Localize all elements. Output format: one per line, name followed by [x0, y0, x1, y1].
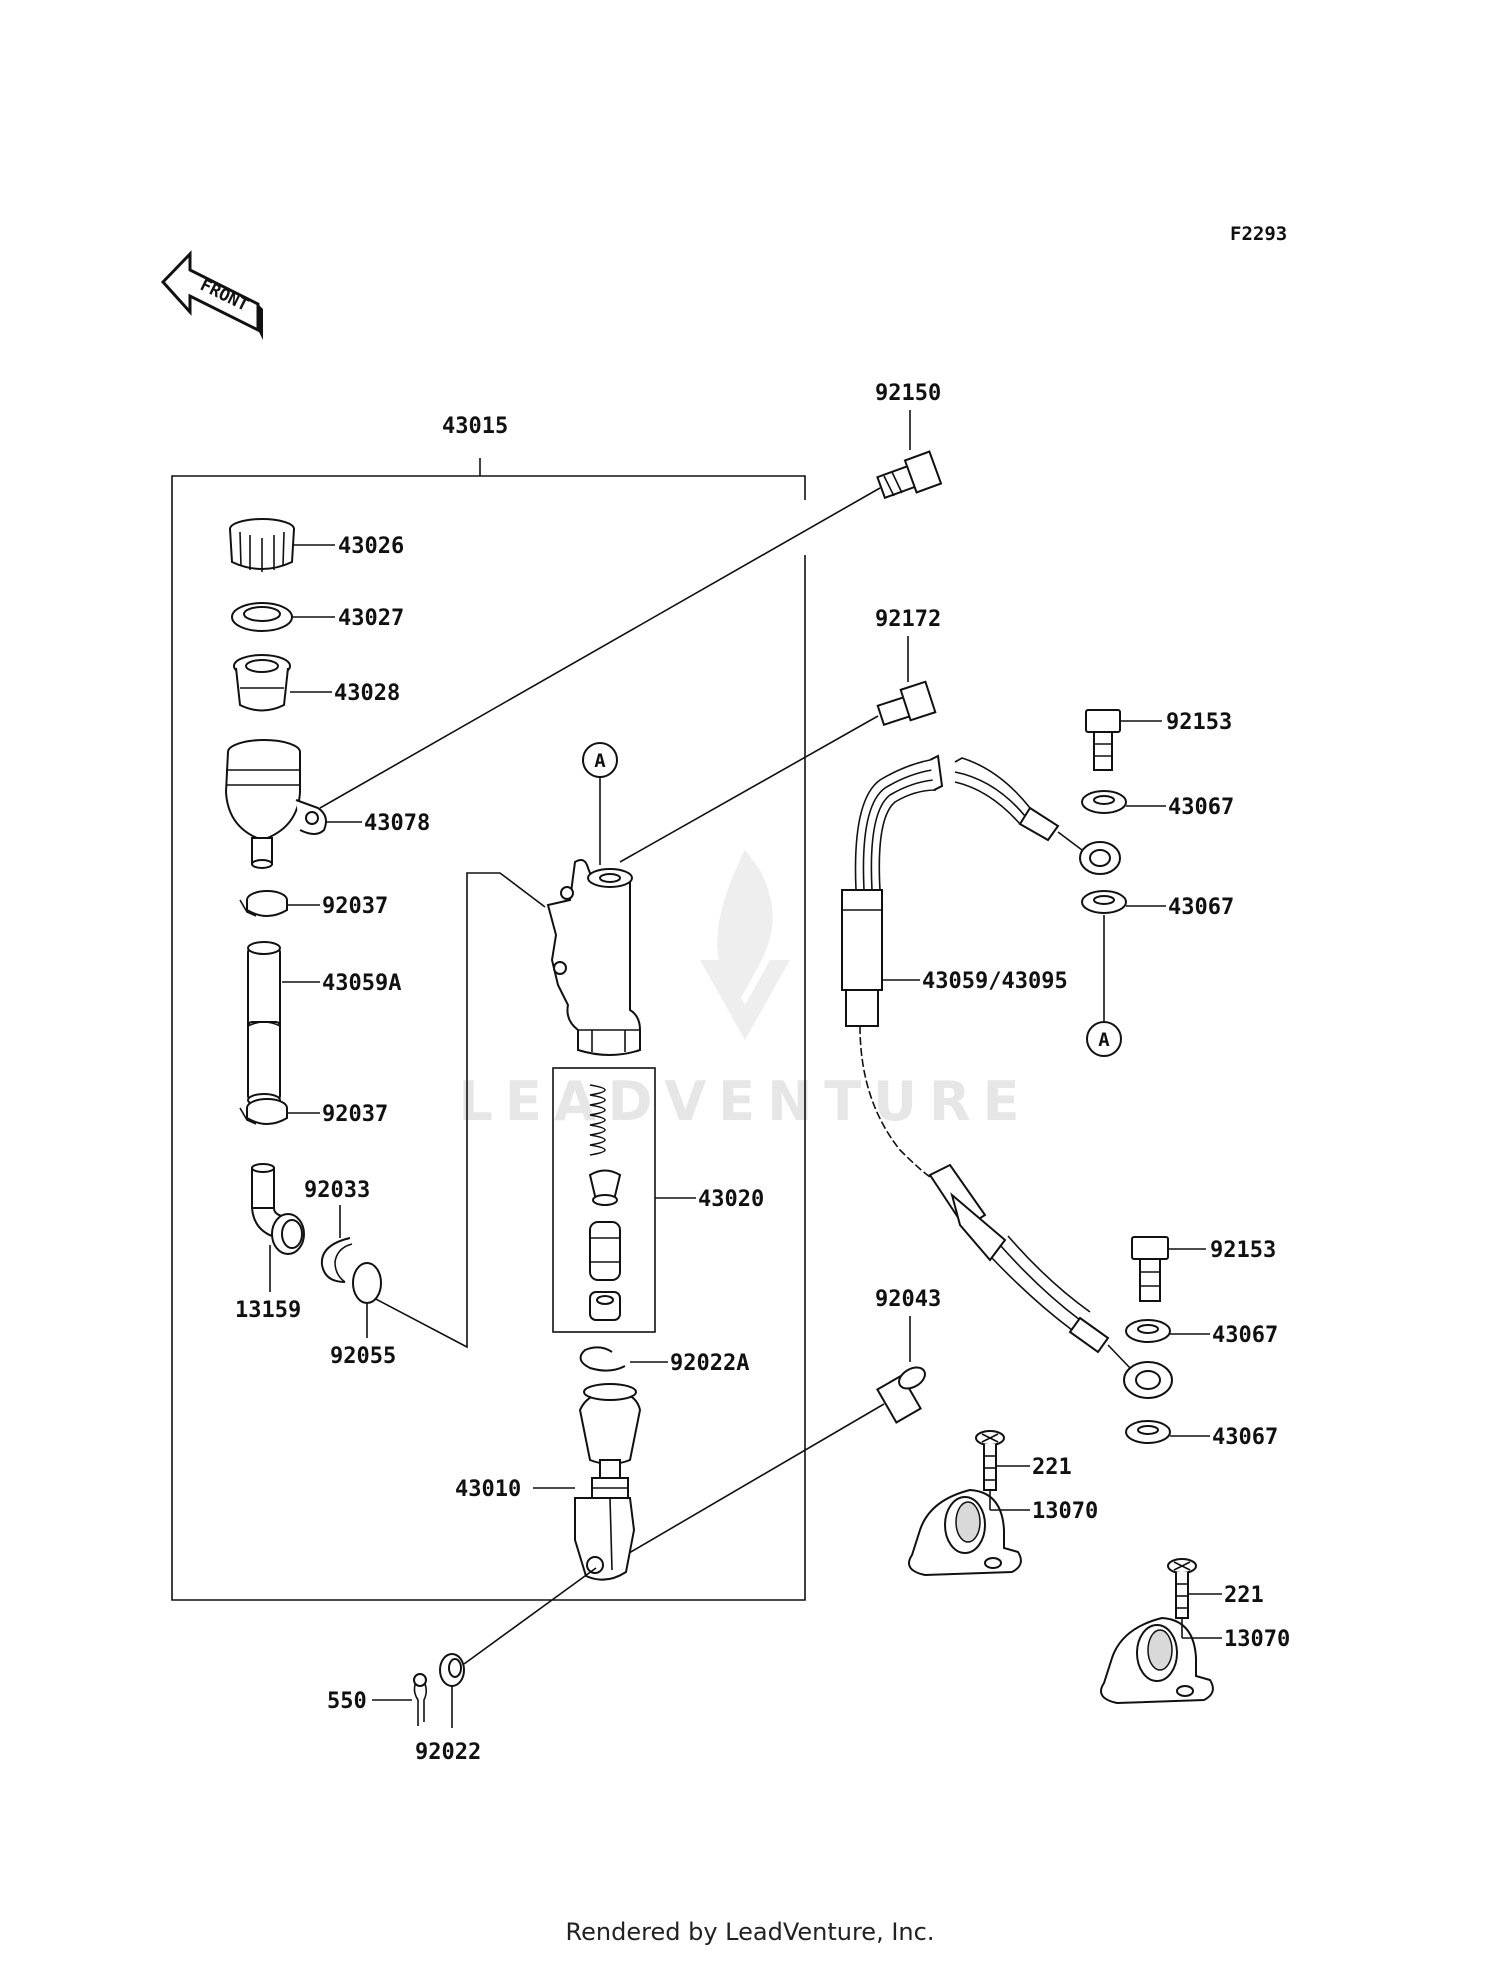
- screw-221-upper: [975, 1430, 1005, 1491]
- label-43067-b: 43067: [1168, 895, 1234, 920]
- label-550: 550: [327, 1689, 367, 1714]
- assembly-bracket: [171, 458, 806, 1601]
- label-43067-c: 43067: [1212, 1323, 1278, 1348]
- guide-13070-upper: [908, 1488, 1022, 1577]
- hose-clamp-lower: [239, 1098, 288, 1125]
- reservoir-cap: [229, 518, 295, 572]
- label-92022: 92022: [415, 1740, 481, 1765]
- label-43015: 43015: [442, 414, 508, 439]
- label-13070-lower: 13070: [1224, 1627, 1290, 1652]
- label-43010: 43010: [455, 1477, 521, 1502]
- brake-hose: [841, 754, 1173, 1399]
- svg-text:A: A: [1098, 1029, 1110, 1051]
- label-43059a: 43059A: [322, 971, 401, 996]
- master-cylinder: [546, 859, 641, 1056]
- watermark-text: LEADVENTURE: [459, 1070, 1032, 1133]
- washer-43067-c: [1125, 1319, 1171, 1343]
- label-43067-d: 43067: [1212, 1425, 1278, 1450]
- watermark: LEADVENTURE: [459, 850, 1032, 1133]
- guide-13070-lower: [1100, 1616, 1214, 1705]
- label-92037-lower: 92037: [322, 1102, 388, 1127]
- circlip-92033: [320, 1237, 353, 1283]
- label-13070-upper: 13070: [1032, 1499, 1098, 1524]
- washer-92022: [439, 1653, 465, 1687]
- kit-box-43020: [552, 1067, 656, 1333]
- screw-221-lower: [1167, 1558, 1197, 1619]
- svg-text:A: A: [594, 750, 606, 772]
- label-43026: 43026: [338, 534, 404, 559]
- label-43078: 43078: [364, 811, 430, 836]
- label-92172: 92172: [875, 607, 941, 632]
- label-92043: 92043: [875, 1287, 941, 1312]
- label-13159: 13159: [235, 1298, 301, 1323]
- front-arrow-icon: FRONT: [160, 250, 263, 340]
- banjo-bolt-lower: [1131, 1236, 1169, 1302]
- label-92153-lower: 92153: [1210, 1238, 1276, 1263]
- label-92150: 92150: [875, 381, 941, 406]
- label-221-lower: 221: [1224, 1583, 1264, 1608]
- label-43028: 43028: [334, 681, 400, 706]
- figure-code: F2293: [1230, 223, 1287, 245]
- ref-marker-a-lower: A: [1086, 915, 1122, 1057]
- bolt-92172: [876, 680, 937, 727]
- label-92033: 92033: [304, 1178, 370, 1203]
- elbow-fitting: [250, 1163, 305, 1255]
- label-43027: 43027: [338, 606, 404, 631]
- label-92055: 92055: [330, 1344, 396, 1369]
- label-92022a: 92022A: [670, 1351, 749, 1376]
- circlip-92022a: [579, 1346, 626, 1372]
- diaphragm-plate: [231, 602, 293, 632]
- bolt-92150: [876, 450, 943, 500]
- o-ring-92055: [352, 1262, 382, 1304]
- reservoir-hose: [247, 941, 281, 1107]
- reservoir-body: [224, 739, 327, 869]
- label-92153-upper: 92153: [1166, 710, 1232, 735]
- hose-clamp-upper: [239, 890, 288, 917]
- label-43067-a: 43067: [1168, 795, 1234, 820]
- washer-43067-d: [1125, 1420, 1171, 1444]
- label-43059-43095: 43059/43095: [922, 969, 1068, 994]
- clevis-pin: [876, 1366, 926, 1424]
- cotter-pin: [413, 1673, 428, 1726]
- washer-43067-b: [1081, 890, 1127, 914]
- label-221-upper: 221: [1032, 1455, 1072, 1480]
- label-92037-upper: 92037: [322, 894, 388, 919]
- piston-kit: [588, 1084, 622, 1321]
- diaphragm: [233, 654, 291, 712]
- banjo-bolt-upper: [1085, 709, 1121, 771]
- washer-43067-a: [1081, 790, 1127, 814]
- ref-marker-a-upper: A: [582, 742, 618, 865]
- footer-credit: Rendered by LeadVenture, Inc.: [565, 1918, 935, 1946]
- label-43020: 43020: [698, 1187, 764, 1212]
- push-rod: [574, 1383, 642, 1581]
